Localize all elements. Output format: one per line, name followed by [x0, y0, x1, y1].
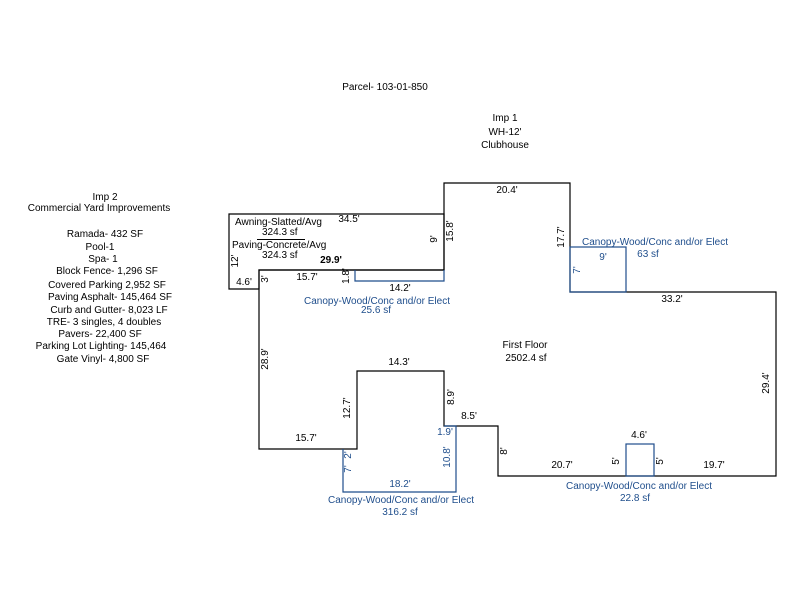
dim-33-2: 33.2' [661, 294, 683, 305]
dim-15-7-bottom: 15.7' [295, 433, 317, 444]
dim-canopy-7: 7' [572, 266, 583, 274]
dim-18-2: 18.2' [389, 479, 411, 490]
first-floor-sf: 2502.4 sf [505, 353, 547, 364]
dim-5-left: 5' [611, 457, 622, 465]
dim-17-7: 17.7' [556, 226, 567, 248]
dim-14-2: 14.2' [389, 283, 411, 294]
dim-5-right: 5' [655, 457, 666, 465]
dim-12-7: 12.7' [342, 397, 353, 419]
dim-top-34-5: 34.5' [338, 214, 360, 225]
imp1-wall-height: WH-12' [488, 127, 522, 138]
canopy-bottom-left-sf: 316.2 sf [382, 507, 418, 518]
canopy-top-right-outline [569, 246, 627, 293]
dim-1-9: 1.9' [437, 427, 453, 438]
dim-20-7: 20.7' [551, 460, 573, 471]
dim-7: 7' [343, 465, 354, 473]
imp2-item: Block Fence- 1,296 SF [56, 266, 158, 277]
awning-sf: 324.3 sf [262, 227, 298, 238]
first-floor-outline [258, 182, 777, 477]
parcel-number: Parcel- 103-01-850 [342, 82, 428, 93]
dim-8: 8' [499, 447, 510, 455]
dim-15-8: 15.8' [445, 220, 456, 242]
canopy-top-right-sf: 63 sf [637, 249, 659, 260]
canopy-left-small-label: Canopy-Wood/Conc and/or Elect [303, 296, 451, 307]
first-floor-label: First Floor [502, 340, 548, 351]
dim-canopy-9: 9' [599, 252, 607, 263]
awning-divider [257, 239, 305, 240]
dim-8-9: 8.9' [446, 389, 457, 405]
imp2-item: Gate Vinyl- 4,800 SF [56, 354, 150, 365]
canopy-bottom-right-outline [625, 443, 655, 477]
canopy-bottom-left-label: Canopy-Wood/Conc and/or Elect [327, 495, 475, 506]
paving-sf: 324.3 sf [262, 250, 298, 261]
dim-8-5: 8.5' [461, 411, 477, 422]
imp2-item: Pool-1 [85, 242, 115, 253]
dim-14-3: 14.3' [388, 357, 410, 368]
dim-9: 9' [429, 235, 440, 243]
dim-10-8: 10.8' [442, 446, 453, 468]
dim-top-20-4: 20.4' [496, 185, 518, 196]
canopy-top-right-label: Canopy-Wood/Conc and/or Elect [581, 237, 729, 248]
dim-29-4: 29.4' [761, 372, 772, 394]
canopy-left-small-outline [354, 270, 445, 282]
awning-label: Awning-Slatted/Avg [235, 217, 322, 228]
imp2-title: Imp 2 [92, 192, 118, 203]
imp2-subtitle: Commercial Yard Improvements [27, 203, 171, 214]
imp2-item: Paving Asphalt- 145,464 SF [48, 292, 172, 303]
imp1-title: Imp 1 [492, 113, 518, 124]
imp2-item: TRE- 3 singles, 4 doubles [46, 317, 162, 328]
imp2-item: Curb and Gutter- 8,023 LF [50, 305, 168, 316]
dim-29-9: 29.9' [320, 255, 342, 266]
dim-1-8: 1.8' [341, 268, 352, 284]
imp1-use: Clubhouse [481, 140, 529, 151]
paving-label: Paving-Concrete/Avg [232, 240, 327, 251]
dim-12: 12' [230, 254, 241, 268]
dim-15-7-top: 15.7' [296, 272, 318, 283]
canopy-bottom-right-sf: 22.8 sf [619, 493, 651, 504]
imp2-item: Covered Parking 2,952 SF [48, 280, 166, 291]
imp2-item: Ramada- 432 SF [66, 229, 144, 240]
awning-outline [228, 213, 445, 290]
dim-4-6-left: 4.6' [236, 277, 252, 288]
canopy-left-small-sf: 25.6 sf [360, 305, 392, 316]
imp2-item: Spa- 1 [88, 254, 118, 265]
canopy-bottom-left-outline [342, 425, 457, 493]
dim-19-7: 19.7' [703, 460, 725, 471]
imp2-item: Parking Lot Lighting- 145,464 [35, 341, 167, 352]
canopy-bottom-right-label: Canopy-Wood/Conc and/or Elect [565, 481, 713, 492]
dim-4-6-top: 4.6' [631, 430, 647, 441]
dim-28-9: 28.9' [260, 348, 271, 370]
dim-3: 3' [260, 275, 271, 283]
dim-2: 2' [343, 451, 354, 459]
imp2-item: Pavers- 22,400 SF [58, 329, 142, 340]
